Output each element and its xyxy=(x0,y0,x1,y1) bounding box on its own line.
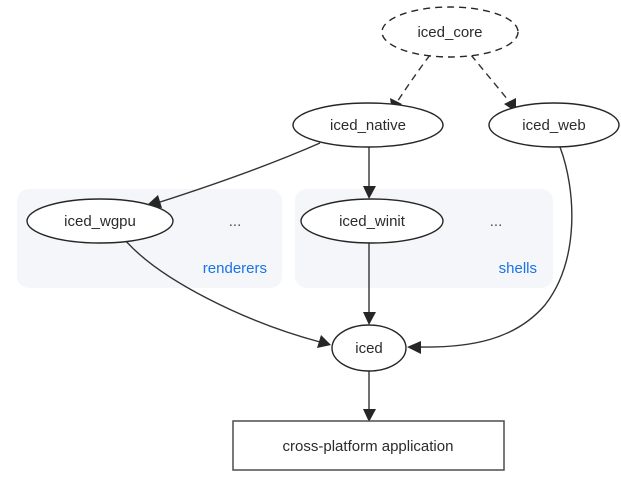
node-iced-native[interactable] xyxy=(292,102,444,148)
node-cross-platform-application[interactable] xyxy=(232,420,505,471)
node-iced-web-label: iced_web xyxy=(522,117,585,134)
arrowhead-iced-winit-to-iced xyxy=(363,312,376,325)
arrowhead-iced-native-to-iced-winit xyxy=(363,186,376,199)
arrowhead-iced-to-application xyxy=(363,409,376,422)
node-cross-platform-application-label: cross-platform application xyxy=(283,438,454,455)
cluster-renderers-label: renderers xyxy=(203,260,267,277)
edge-iced-core-to-iced-native xyxy=(394,54,431,106)
arrowhead-iced-web-to-iced xyxy=(407,341,421,354)
cluster-renderers-ellipsis: ... xyxy=(229,213,242,230)
node-iced-core-label: iced_core xyxy=(417,24,482,41)
node-iced-wgpu-label: iced_wgpu xyxy=(64,213,136,230)
node-iced-wgpu[interactable] xyxy=(26,198,174,244)
node-iced[interactable] xyxy=(331,324,407,372)
edge-iced-native-to-iced-wgpu xyxy=(156,142,321,204)
node-iced-winit-label: iced_winit xyxy=(339,213,406,230)
cluster-shells-ellipsis: ... xyxy=(490,213,503,230)
node-iced-core[interactable] xyxy=(381,6,519,58)
edge-iced-core-to-iced-web xyxy=(470,54,513,106)
edge-iced-wgpu-to-iced xyxy=(124,239,321,343)
node-iced-web[interactable] xyxy=(488,102,620,148)
node-iced-winit[interactable] xyxy=(300,198,444,244)
cluster-shells-label: shells xyxy=(499,260,537,277)
edge-iced-web-to-iced xyxy=(417,146,573,348)
arrowhead-iced-wgpu-to-iced xyxy=(317,335,331,348)
node-iced-label: iced xyxy=(355,340,383,357)
node-iced-native-label: iced_native xyxy=(330,117,406,134)
